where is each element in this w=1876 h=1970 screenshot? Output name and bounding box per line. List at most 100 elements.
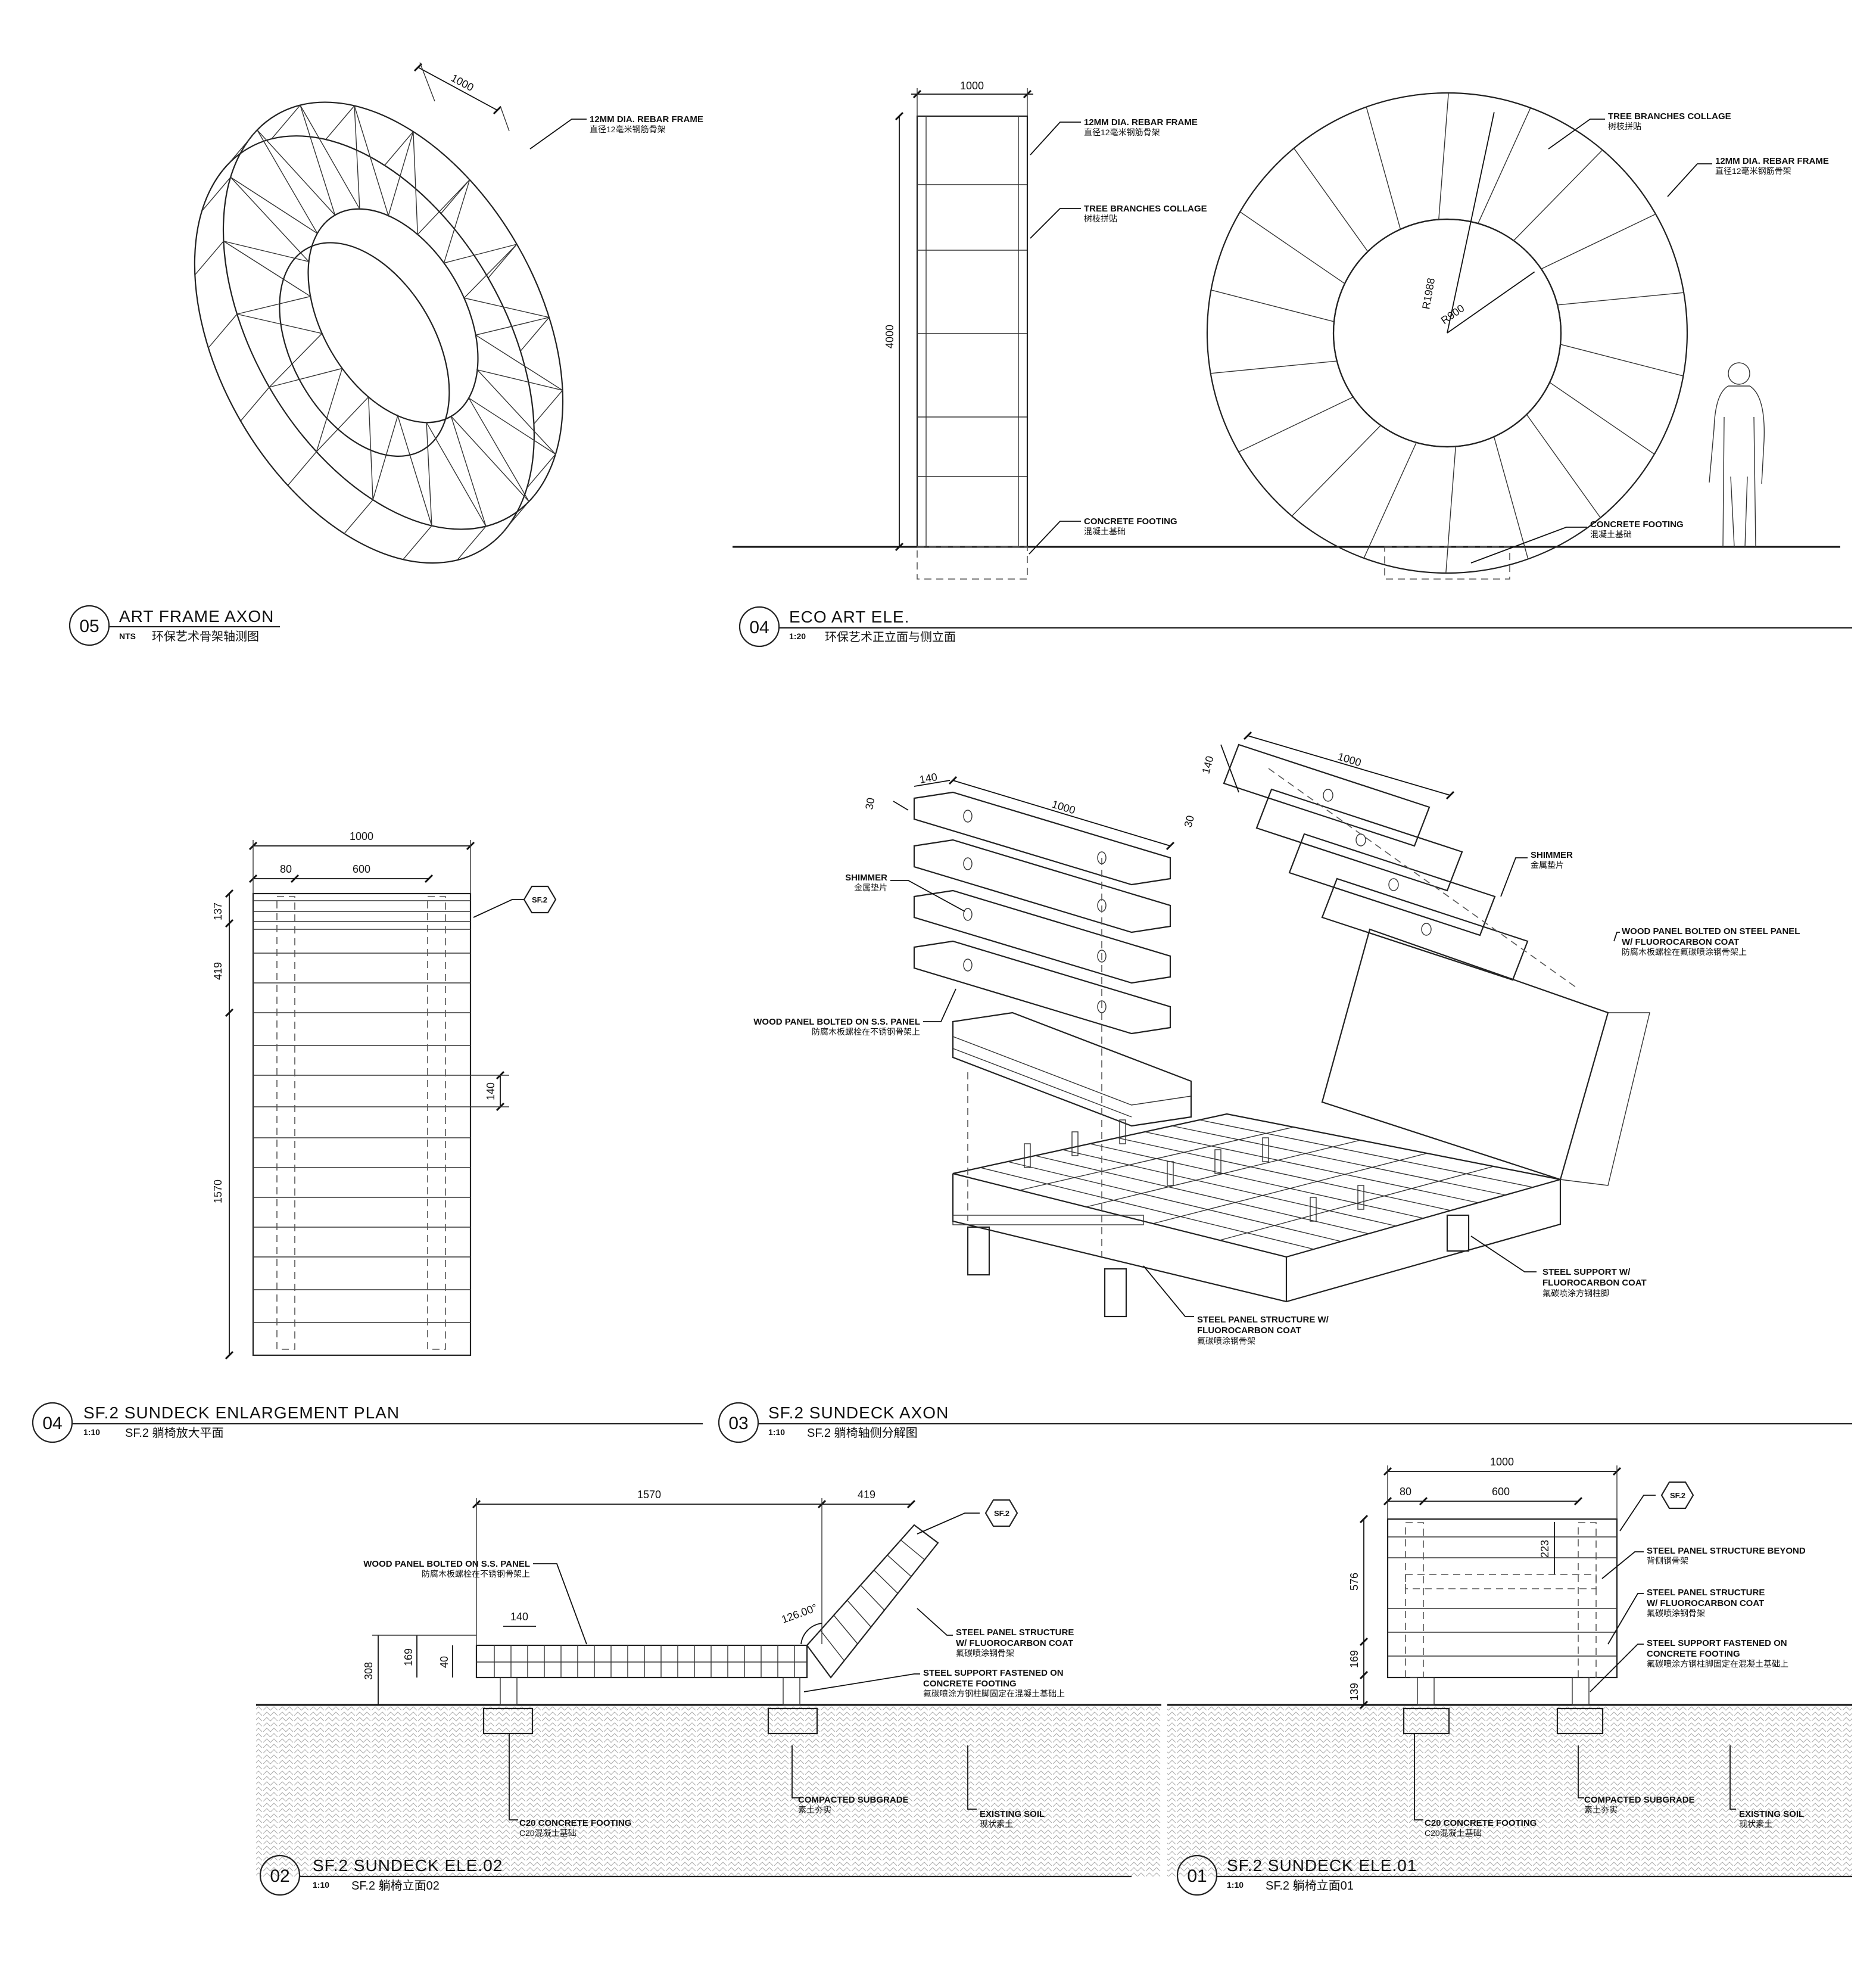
art-frame-axon-drawing: 1000 12MM DIA. REBAR FRAME 直径12毫米钢筋骨架: [194, 62, 703, 564]
ele02-sf2-tag: SF.2: [994, 1509, 1009, 1518]
panel-subtitle-04b: SF.2 躺椅放大平面: [125, 1426, 224, 1440]
eco-side-rebar-note-zh: 直径12毫米钢筋骨架: [1084, 127, 1160, 137]
eco-art-elevation-drawing: 1000 4000 12MM DIA. REBAR FRAME 直径12毫米钢筋…: [733, 80, 1840, 580]
ele02-dim-40: 40: [438, 1656, 450, 1668]
ele02-dim-419: 419: [858, 1489, 875, 1501]
plan-dim-600: 600: [353, 863, 370, 875]
sd-axon-dim-140b: 140: [1200, 755, 1216, 775]
ele01-dim-1000: 1000: [1490, 1456, 1514, 1468]
ele02-wood-ss-note-zh: 防腐木板螺栓在不锈钢骨架上: [422, 1569, 530, 1579]
plan-dim-419: 419: [212, 962, 224, 980]
eco-side-branches-note-zh: 树枝拼贴: [1084, 214, 1117, 223]
sd-axon-wood-ss-note-zh: 防腐木板螺栓在不锈钢骨架上: [812, 1027, 920, 1037]
ele01-struct-note-zh: 氟碳喷涂钢骨架: [1647, 1608, 1705, 1618]
sundeck-elevation-01-drawing: 1000 80 600 576 169 139 223 SF.2 STEEL P…: [1167, 1456, 1852, 1878]
title-block-03: 03 SF.2 SUNDECK AXON 1:10 SF.2 躺椅轴侧分解图: [718, 1402, 1852, 1443]
ele01-c20-note: C20 CONCRETE FOOTING: [1425, 1818, 1537, 1828]
panel-scale-04b: 1:10: [83, 1427, 100, 1437]
sd-axon-wood-steel-note2: W/ FLUOROCARBON COAT: [1622, 937, 1739, 947]
panel-title-03: SF.2 SUNDECK AXON: [768, 1403, 949, 1422]
panel-subtitle-01: SF.2 躺椅立面01: [1266, 1879, 1354, 1893]
eco-front-branches-note-zh: 树枝拼贴: [1608, 122, 1641, 131]
panel-subtitle-03: SF.2 躺椅轴侧分解图: [807, 1426, 918, 1440]
ele02-wood-ss-note: WOOD PANEL BOLTED ON S.S. PANEL: [363, 1559, 530, 1569]
eco-side-footing-note: CONCRETE FOOTING: [1084, 516, 1177, 527]
panel-number-05: 05: [79, 617, 99, 636]
panel-scale-04a: 1:20: [789, 631, 806, 641]
title-block-05: 05 ART FRAME AXON NTS 环保艺术骨架轴测图: [68, 605, 280, 646]
ele01-dim-169: 169: [1348, 1650, 1360, 1668]
eco-side-branches-note: TREE BRANCHES COLLAGE: [1084, 204, 1207, 214]
ele02-fastened-note-zh: 氟碳喷涂方钢柱脚固定在混凝土基础上: [923, 1689, 1065, 1698]
human-scale-figure: [1709, 362, 1765, 547]
panel-subtitle-02: SF.2 躺椅立面02: [351, 1879, 440, 1893]
sd-axon-support-note: STEEL SUPPORT W/: [1542, 1267, 1631, 1277]
eco-front-branches-note: TREE BRANCHES COLLAGE: [1608, 111, 1731, 122]
ele02-subgrade-note: COMPACTED SUBGRADE: [798, 1795, 909, 1805]
panel-number-02: 02: [270, 1866, 289, 1886]
panel-number-01: 01: [1187, 1866, 1207, 1886]
panel-scale-05: NTS: [119, 631, 136, 641]
ele02-subgrade-note-zh: 素土夯实: [798, 1805, 831, 1815]
title-block-04b: 04 SF.2 SUNDECK ENLARGEMENT PLAN 1:10 SF…: [32, 1402, 703, 1443]
panel-scale-01: 1:10: [1227, 1880, 1244, 1890]
sd-axon-shimmer-note: SHIMMER: [845, 873, 887, 883]
panel-number-03: 03: [728, 1414, 748, 1433]
panel-number-04b: 04: [42, 1414, 62, 1433]
ele01-fastened-note2: CONCRETE FOOTING: [1647, 1649, 1740, 1659]
ele02-fastened-note: STEEL SUPPORT FASTENED ON: [923, 1668, 1064, 1678]
sd-axon-shimmer-note-b-zh: 金属垫片: [1531, 860, 1564, 870]
ele02-fastened-note2: CONCRETE FOOTING: [923, 1679, 1017, 1689]
ele01-dim-600: 600: [1492, 1486, 1510, 1498]
panel-title-04a: ECO ART ELE.: [789, 608, 909, 626]
plan-sf2-tag: SF.2: [532, 895, 547, 904]
ele01-subgrade-note: COMPACTED SUBGRADE: [1584, 1795, 1695, 1805]
sundeck-axon-drawing: 1000 140 30 1000 140 30 SHIMMER 金属垫片 WOO…: [753, 731, 1800, 1346]
ele01-soil-note-zh: 现状素土: [1739, 1819, 1772, 1829]
panel-subtitle-04a: 环保艺术正立面与侧立面: [825, 630, 956, 644]
eco-side-rebar-note: 12MM DIA. REBAR FRAME: [1084, 117, 1198, 127]
ele01-subgrade-note-zh: 素土夯实: [1584, 1805, 1618, 1815]
ele02-c20-note: C20 CONCRETE FOOTING: [519, 1818, 631, 1828]
panel-subtitle-05: 环保艺术骨架轴测图: [152, 630, 259, 643]
plan-dim-1570: 1570: [212, 1179, 224, 1203]
eco-dim-1000: 1000: [960, 80, 984, 92]
axon-rebar-note-zh: 直径12毫米钢筋骨架: [590, 125, 666, 134]
ele01-fastened-note: STEEL SUPPORT FASTENED ON: [1647, 1638, 1787, 1648]
ele02-struct-note2: W/ FLUOROCARBON COAT: [956, 1638, 1073, 1648]
sd-axon-wood-steel-note-zh: 防腐木板螺栓在氟碳喷涂钢骨架上: [1622, 947, 1747, 957]
plan-dim-80: 80: [280, 863, 292, 875]
sd-axon-dim-30: 30: [863, 796, 877, 810]
sd-axon-wood-steel-note: WOOD PANEL BOLTED ON STEEL PANEL: [1622, 926, 1800, 936]
panel-scale-03: 1:10: [768, 1427, 785, 1437]
axon-rebar-note: 12MM DIA. REBAR FRAME: [590, 114, 703, 125]
ele01-fastened-note-zh: 氟碳喷涂方钢柱脚固定在混凝土基础上: [1647, 1659, 1788, 1669]
sd-axon-shimmer-note-zh: 金属垫片: [854, 883, 887, 892]
eco-front-rebar-note: 12MM DIA. REBAR FRAME: [1715, 156, 1829, 166]
ele01-dim-139: 139: [1348, 1683, 1360, 1701]
panel-title-02: SF.2 SUNDECK ELE.02: [313, 1856, 503, 1875]
title-block-04a: 04 ECO ART ELE. 1:20 环保艺术正立面与侧立面: [738, 606, 1852, 648]
ele02-dim-308: 308: [363, 1662, 375, 1680]
ele02-c20-note-zh: C20混凝土基础: [519, 1828, 576, 1838]
title-block-01: 01 SF.2 SUNDECK ELE.01 1:10 SF.2 躺椅立面01: [1176, 1854, 1852, 1896]
ele01-dim-576: 576: [1348, 1573, 1360, 1591]
plan-dim-140: 140: [485, 1082, 497, 1100]
sd-axon-dim-140: 140: [918, 771, 938, 786]
eco-front-rebar-note-zh: 直径12毫米钢筋骨架: [1715, 166, 1791, 176]
ele02-struct-note-zh: 氟碳喷涂钢骨架: [956, 1648, 1014, 1658]
ele02-soil-note: EXISTING SOIL: [980, 1809, 1045, 1819]
eco-front-footing-note: CONCRETE FOOTING: [1590, 519, 1684, 530]
ele01-struct-note2: W/ FLUOROCARBON COAT: [1647, 1598, 1764, 1608]
plan-dim-137: 137: [212, 902, 224, 920]
panel-scale-02: 1:10: [313, 1880, 329, 1890]
panel-title-01: SF.2 SUNDECK ELE.01: [1227, 1856, 1417, 1875]
eco-dim-r1988: R1988: [1420, 277, 1437, 310]
ele02-soil-note-zh: 现状素土: [980, 1819, 1013, 1829]
panel-title-04b: SF.2 SUNDECK ENLARGEMENT PLAN: [83, 1403, 400, 1422]
title-block-02: 02 SF.2 SUNDECK ELE.02 1:10 SF.2 躺椅立面02: [259, 1854, 1132, 1896]
ele02-dim-169: 169: [403, 1648, 415, 1666]
ele01-sf2-tag: SF.2: [1670, 1491, 1685, 1500]
ele01-dim-223: 223: [1539, 1540, 1551, 1558]
